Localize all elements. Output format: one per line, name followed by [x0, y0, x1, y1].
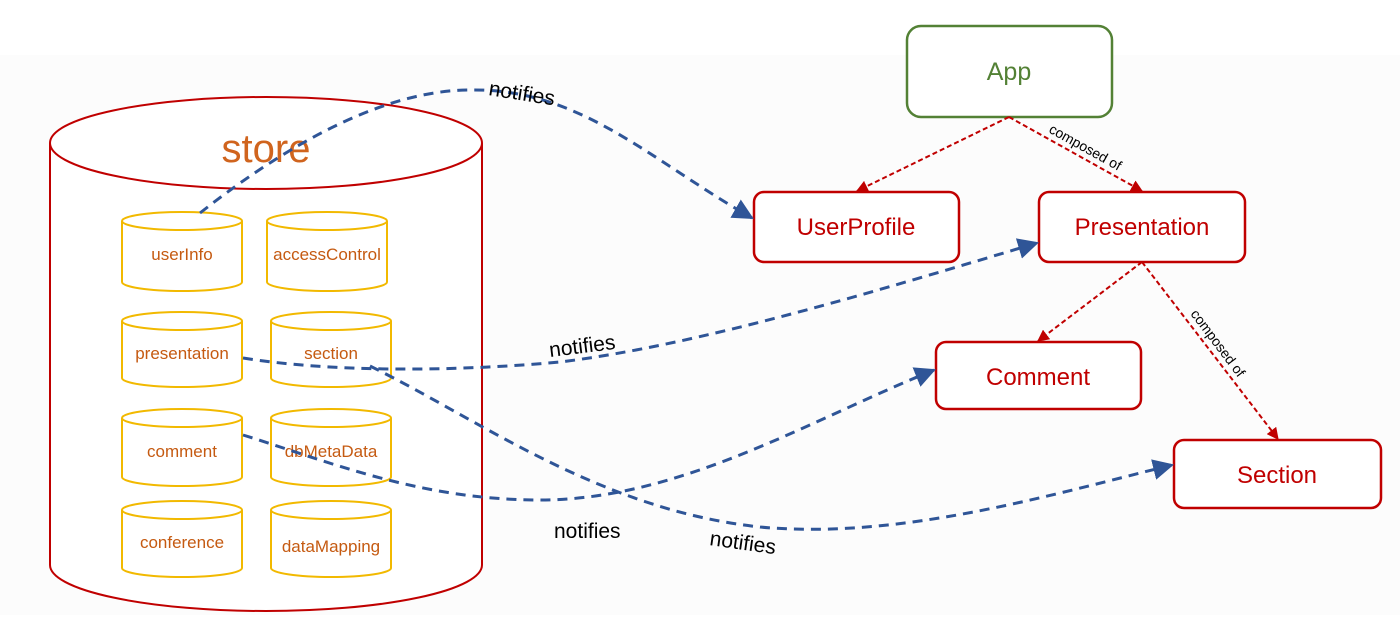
- component-label: Section: [1237, 462, 1317, 489]
- slice-dataMapping: dataMapping: [270, 500, 392, 578]
- composed-of-label: composed of: [1047, 121, 1125, 174]
- notifies-label: notifies: [554, 520, 621, 543]
- slice-label: conference: [140, 533, 224, 552]
- slice-section: section: [270, 311, 392, 388]
- notify-arrow-section: [369, 364, 1175, 531]
- slice-label: presentation: [135, 344, 229, 363]
- notifies-label: notifies: [487, 77, 556, 110]
- slice-label: comment: [147, 442, 217, 461]
- compose-arrow-presentation-section: [1141, 261, 1279, 440]
- component-app: App: [905, 24, 1114, 119]
- slice-comment: comment: [121, 408, 243, 487]
- component-presentation: Presentation: [1037, 190, 1247, 264]
- component-user-profile: UserProfile: [752, 190, 961, 264]
- component-section: Section: [1172, 438, 1383, 510]
- compose-arrow-presentation-comment: [1037, 261, 1143, 342]
- component-label: Presentation: [1075, 214, 1210, 241]
- store-title: store: [222, 127, 311, 171]
- slice-label: accessControl: [273, 245, 381, 264]
- notifies-label: notifies: [708, 527, 777, 559]
- notify-arrow-user-profile: [199, 88, 754, 220]
- notify-arrow-presentation: [242, 238, 1040, 371]
- slice-presentation: presentation: [121, 311, 243, 388]
- slice-accessControl: accessControl: [266, 211, 388, 292]
- slice-userInfo: userInfo: [121, 211, 243, 292]
- component-comment: Comment: [934, 340, 1143, 411]
- store-cylinder: store: [49, 96, 483, 612]
- component-label: App: [987, 58, 1031, 86]
- notifies-label: notifies: [548, 331, 617, 362]
- slice-label: dataMapping: [282, 537, 380, 556]
- slice-label: section: [304, 344, 358, 363]
- notify-arrow-comment: [242, 367, 936, 502]
- compose-arrow-app-presentation: [1008, 116, 1144, 192]
- component-label: UserProfile: [797, 214, 916, 241]
- slice-label: userInfo: [151, 245, 212, 264]
- slice-conference: conference: [121, 500, 243, 578]
- compose-arrow-app-user-profile: [855, 116, 1010, 192]
- composed-of-label: composed of: [1188, 306, 1249, 380]
- component-label: Comment: [986, 364, 1090, 391]
